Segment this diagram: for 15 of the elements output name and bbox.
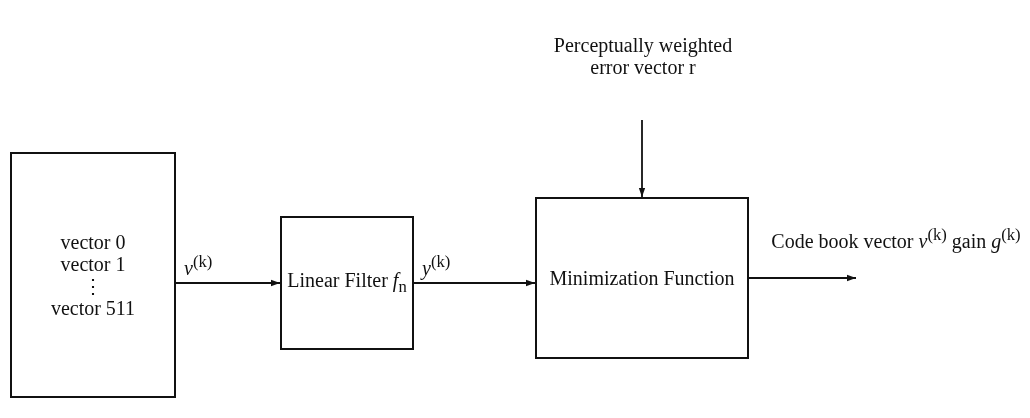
box-text: vector 0 — [60, 231, 126, 253]
input-label: Perceptually weighted error vector r — [543, 8, 743, 104]
box-text: ⋮ — [83, 275, 103, 297]
arrow — [748, 274, 857, 282]
arrow — [413, 279, 536, 287]
box-text: vector 1 — [60, 253, 126, 275]
box-text: vector 511 — [50, 297, 136, 319]
process-box — [10, 152, 176, 398]
box-text: Linear Filter f$_{n}$ — [287, 269, 407, 297]
box-text: Minimization Function — [549, 267, 735, 289]
process-box — [280, 216, 414, 350]
arrow — [175, 279, 281, 287]
process-box — [535, 197, 749, 359]
arrow — [638, 119, 646, 198]
edge-label: y$^{(k)}$ — [422, 253, 451, 279]
